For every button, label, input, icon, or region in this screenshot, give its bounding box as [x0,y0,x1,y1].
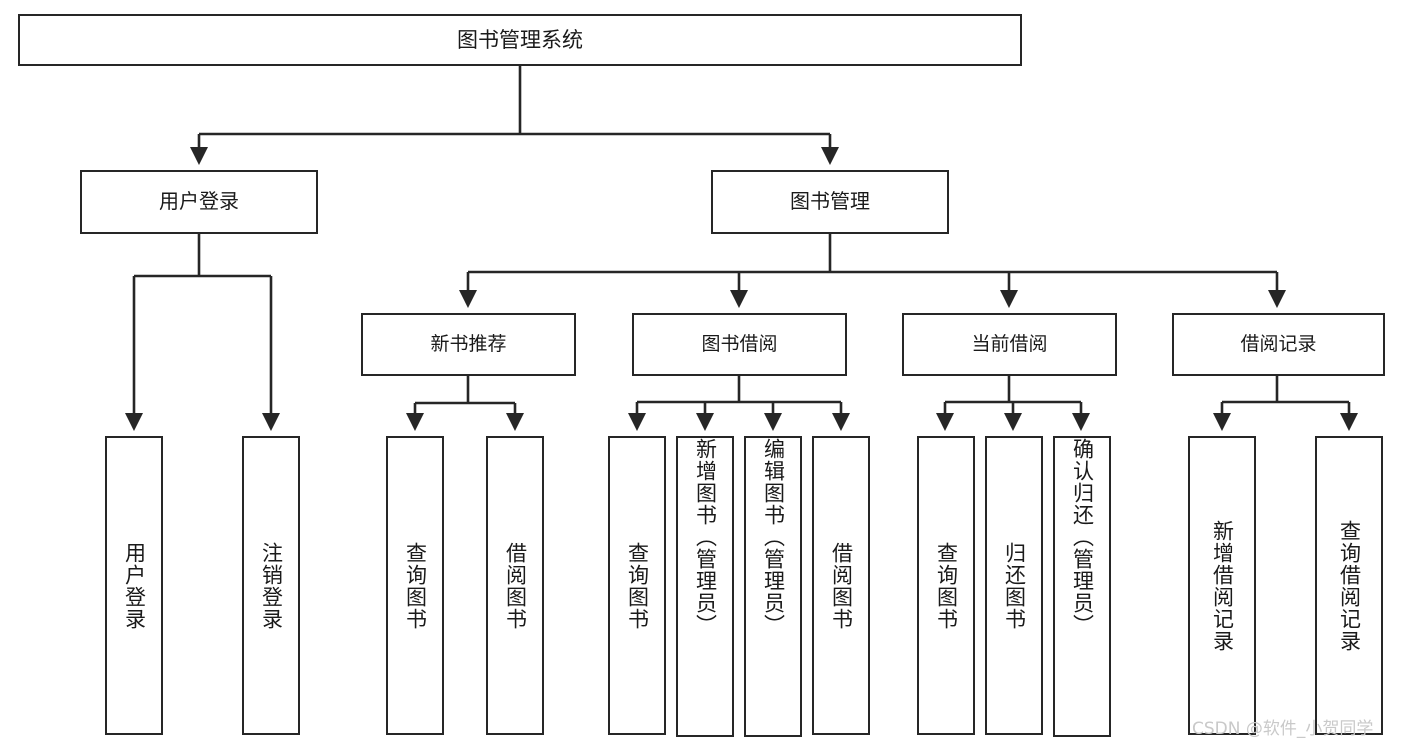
node-borrow-record-label: 借阅记录 [1240,333,1317,356]
leaf-user-login-1[interactable]: 用户登录 [105,436,163,735]
node-root-label: 图书管理系统 [457,27,583,52]
leaf-book-borrow-1-label: 查询图书 [625,541,650,630]
leaf-user-login-2-label: 注销登录 [259,541,284,630]
leaf-borrow-record-2[interactable]: 查询借阅记录 [1315,436,1383,735]
leaf-current-borrow-1[interactable]: 查询图书 [917,436,975,735]
leaf-new-book-1[interactable]: 查询图书 [386,436,444,735]
node-current-borrow[interactable]: 当前借阅 [902,313,1117,376]
node-user-login[interactable]: 用户登录 [80,170,318,234]
node-new-book-recommend-label: 新书推荐 [430,333,507,356]
leaf-new-book-1-label: 查询图书 [403,541,428,630]
node-new-book-recommend[interactable]: 新书推荐 [361,313,576,376]
leaf-user-login-2[interactable]: 注销登录 [242,436,300,735]
node-book-manage-label: 图书管理 [790,189,870,214]
node-current-borrow-label: 当前借阅 [971,333,1048,356]
leaf-book-borrow-2[interactable]: 新增图书（管理员） [676,436,734,737]
leaf-book-borrow-1[interactable]: 查询图书 [608,436,666,735]
leaf-current-borrow-3[interactable]: 确认归还（管理员） [1053,436,1111,737]
leaf-borrow-record-1-label: 新增借阅记录 [1210,519,1235,652]
leaf-current-borrow-3-label: 确认归还（管理员） [1070,438,1095,636]
leaf-book-borrow-4-label: 借阅图书 [829,541,854,630]
node-user-login-label: 用户登录 [159,189,239,214]
leaf-new-book-2[interactable]: 借阅图书 [486,436,544,735]
leaf-book-borrow-3-label: 编辑图书（管理员） [761,438,786,636]
leaf-user-login-1-label: 用户登录 [122,541,147,630]
leaf-book-borrow-3[interactable]: 编辑图书（管理员） [744,436,802,737]
node-root[interactable]: 图书管理系统 [18,14,1022,66]
leaf-current-borrow-2-label: 归还图书 [1002,541,1027,630]
node-borrow-record[interactable]: 借阅记录 [1172,313,1385,376]
leaf-current-borrow-2[interactable]: 归还图书 [985,436,1043,735]
leaf-book-borrow-2-label: 新增图书（管理员） [693,438,718,636]
leaf-borrow-record-1[interactable]: 新增借阅记录 [1188,436,1256,735]
leaf-new-book-2-label: 借阅图书 [503,541,528,630]
leaf-borrow-record-2-label: 查询借阅记录 [1337,519,1362,652]
node-book-borrow-label: 图书借阅 [701,333,778,356]
node-book-borrow[interactable]: 图书借阅 [632,313,847,376]
leaf-book-borrow-4[interactable]: 借阅图书 [812,436,870,735]
leaf-current-borrow-1-label: 查询图书 [934,541,959,630]
node-book-manage[interactable]: 图书管理 [711,170,949,234]
